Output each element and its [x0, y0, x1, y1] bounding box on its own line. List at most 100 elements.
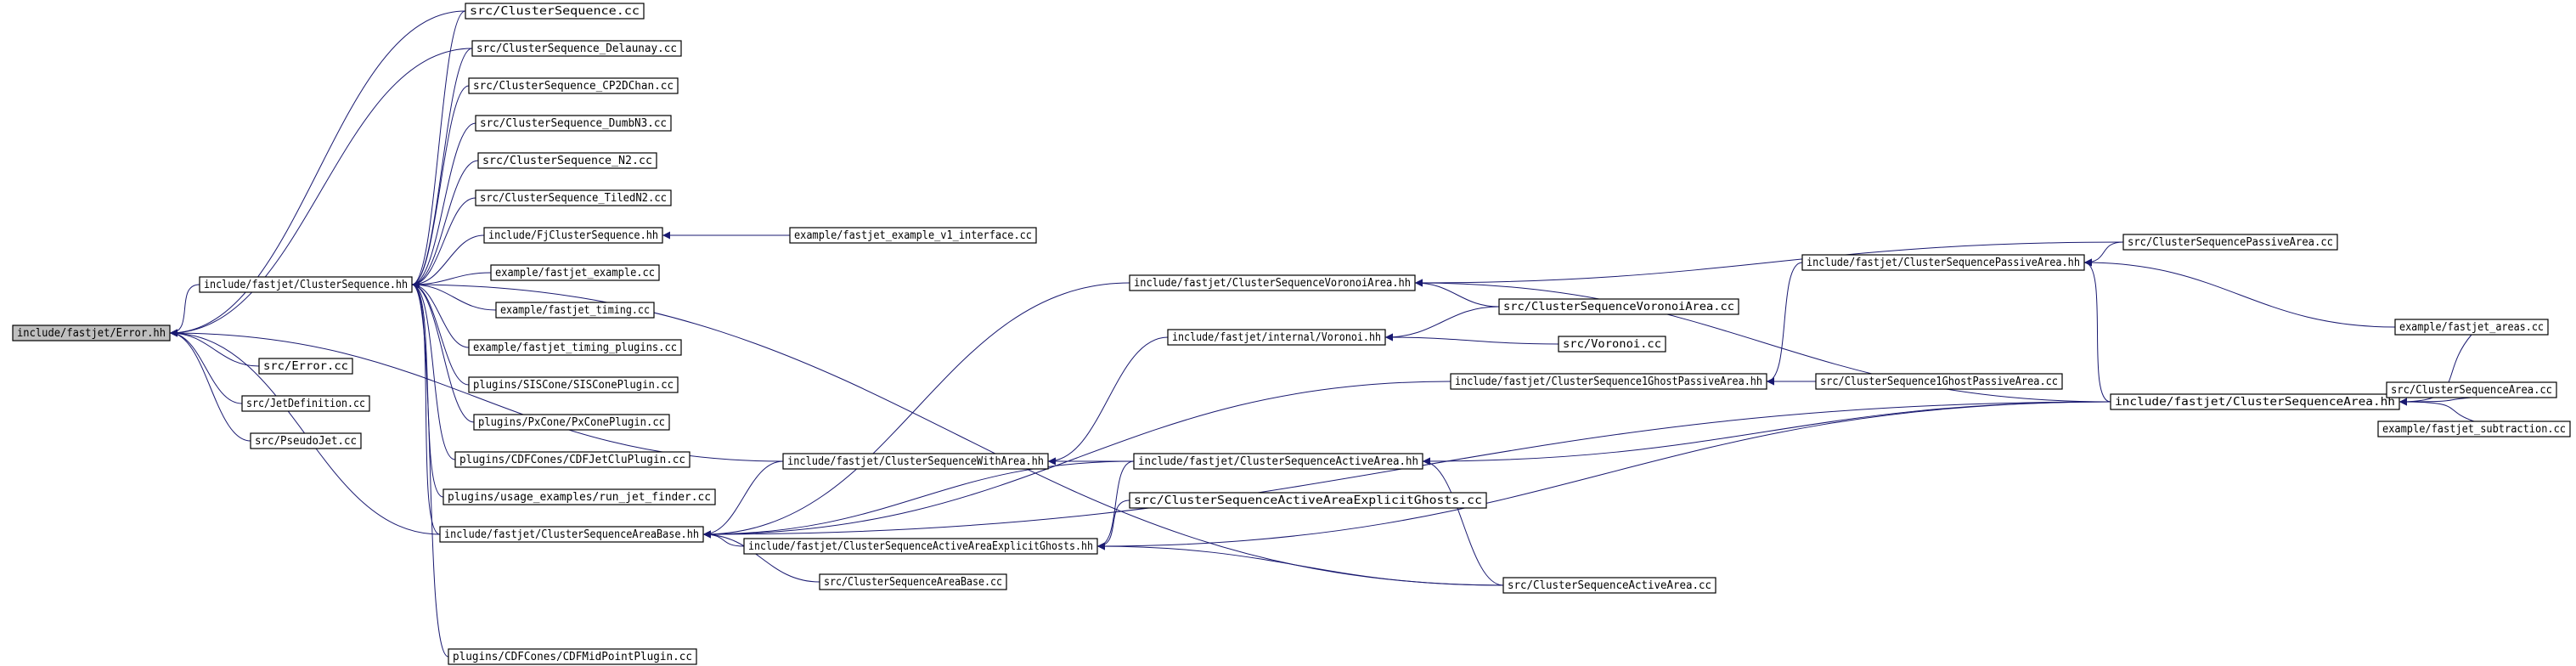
file-node-box	[743, 538, 1098, 555]
file-node-box	[1815, 373, 2063, 390]
edge-n27-n19	[702, 460, 1135, 539]
file-node[interactable]: src/ClusterSequencePassiveArea.cc	[2122, 234, 2338, 251]
file-node-label: plugins/PxCone/PxConePlugin.cc	[478, 416, 665, 429]
file-node-label: src/Error.cc	[263, 360, 348, 373]
file-node[interactable]: src/ClusterSequenceActiveArea.cc	[1502, 577, 1716, 594]
edge-n34-n31	[1766, 262, 1803, 386]
file-node[interactable]: src/ClusterSequence_TiledN2.cc	[475, 189, 672, 206]
file-node-box	[475, 115, 672, 132]
edge-n8-n1	[411, 122, 476, 289]
file-node[interactable]: example/fastjet_example.cc	[490, 264, 660, 281]
dependency-edges	[169, 10, 2475, 658]
file-node-box	[468, 339, 682, 356]
file-node-box	[1129, 274, 1416, 291]
edge-n22-n19	[702, 460, 784, 539]
file-node[interactable]: example/fastjet_subtraction.cc	[2377, 420, 2571, 437]
file-node[interactable]: include/FjClusterSequence.hh	[483, 227, 663, 244]
file-node[interactable]: src/JetDefinition.cc	[241, 395, 370, 412]
file-node-box	[468, 77, 679, 94]
edge-n13-n1	[411, 280, 497, 311]
file-node-box	[1498, 298, 1739, 315]
file-node-label: src/PseudoJet.cc	[255, 435, 357, 448]
file-node[interactable]: plugins/CDFCones/CDFMidPointPlugin.cc	[448, 648, 697, 665]
file-node[interactable]: include/fastjet/ClusterSequenceActiveAre…	[1133, 453, 1423, 470]
edge-n35-n34	[2083, 241, 2124, 267]
file-node[interactable]: include/fastjet/ClusterSequenceAreaBase.…	[439, 526, 704, 543]
file-node-box	[483, 227, 663, 244]
file-node[interactable]: src/ClusterSequenceVoronoiArea.cc	[1498, 298, 1739, 315]
file-node[interactable]: src/ClusterSequenceAreaBase.cc	[819, 573, 1007, 590]
file-node-label: include/fastjet/ClusterSequenceActiveAre…	[1138, 455, 1418, 468]
file-node[interactable]: include/fastjet/ClusterSequenceVoronoiAr…	[1129, 274, 1416, 291]
file-node-box	[1129, 492, 1487, 509]
file-node-label: src/ClusterSequence1GhostPassiveArea.cc	[1820, 375, 2058, 388]
edge-n20-n1	[411, 280, 449, 658]
file-node-box	[2377, 420, 2571, 437]
edge-n36-n25	[1414, 279, 2111, 403]
file-node-label: include/fastjet/ClusterSequenceActiveAre…	[748, 540, 1093, 553]
file-node[interactable]: src/ClusterSequence.cc	[465, 3, 645, 20]
file-node[interactable]: plugins/usage_examples/run_jet_finder.cc	[442, 488, 716, 505]
file-node[interactable]: example/fastjet_areas.cc	[2394, 319, 2549, 336]
file-nodes: include/fastjet/Error.hh include/fastjet/…	[12, 3, 2571, 665]
file-node-box	[495, 302, 655, 319]
file-node-label: example/fastjet_example_v1_interface.cc	[794, 229, 1032, 242]
edge-n6-n0	[169, 48, 473, 337]
file-node-label: include/fastjet/Error.hh	[17, 327, 166, 340]
file-node-label: src/ClusterSequence_CP2DChan.cc	[473, 80, 674, 93]
file-node-label: include/fastjet/ClusterSequenceAreaBase.…	[444, 528, 699, 541]
file-node-box	[1801, 254, 2085, 271]
file-node[interactable]: src/ClusterSequence1GhostPassiveArea.cc	[1815, 373, 2063, 390]
edge-n26-n22	[1047, 336, 1169, 466]
file-node-box	[258, 358, 353, 375]
file-node[interactable]: include/fastjet/ClusterSequencePassiveAr…	[1801, 254, 2085, 271]
file-node-box	[1502, 577, 1716, 594]
file-node[interactable]: example/fastjet_example_v1_interface.cc	[789, 227, 1037, 244]
file-node[interactable]: src/ClusterSequence_DumbN3.cc	[475, 115, 672, 132]
edge-n14-n1	[411, 280, 470, 348]
file-node[interactable]: src/ClusterSequence_CP2DChan.cc	[468, 77, 679, 94]
edge-n1-n0	[169, 284, 200, 337]
file-node-label: example/fastjet_timing_plugins.cc	[473, 341, 677, 354]
file-node[interactable]: include/fastjet/ClusterSequence.hh	[199, 276, 413, 293]
file-node[interactable]: src/ClusterSequence_Delaunay.cc	[471, 40, 682, 57]
edge-n17-n1	[411, 280, 456, 460]
file-node-label: example/fastjet_example.cc	[495, 267, 655, 279]
file-node[interactable]: plugins/SISCone/SISConePlugin.cc	[468, 376, 679, 393]
file-node-label: plugins/usage_examples/run_jet_finder.cc	[448, 491, 711, 504]
file-node-box	[454, 451, 691, 468]
file-node[interactable]: include/fastjet/internal/Voronoi.hh	[1167, 329, 1386, 346]
file-node[interactable]: include/fastjet/ClusterSequenceArea.hh	[2110, 393, 2400, 410]
file-node[interactable]: src/ClusterSequenceActiveAreaExplicitGho…	[1129, 492, 1487, 509]
edge-n35-n25	[1414, 241, 2124, 287]
file-node[interactable]: src/PseudoJet.cc	[250, 432, 362, 449]
file-node[interactable]: example/fastjet_timing.cc	[495, 302, 655, 319]
file-node-label: src/Voronoi.cc	[1563, 338, 1661, 351]
edge-n39-n36	[2398, 398, 2475, 422]
file-node[interactable]: plugins/CDFCones/CDFJetCluPlugin.cc	[454, 451, 691, 468]
file-node-label: example/fastjet_subtraction.cc	[2382, 423, 2566, 436]
file-node-box	[1133, 453, 1423, 470]
file-node[interactable]: src/Voronoi.cc	[1558, 336, 1666, 353]
file-node-label: src/ClusterSequenceActiveArea.cc	[1508, 579, 1711, 592]
file-node[interactable]: include/fastjet/ClusterSequence1GhostPas…	[1450, 373, 1767, 390]
file-node[interactable]: src/ClusterSequenceArea.cc	[2386, 381, 2557, 398]
file-node-label: src/ClusterSequence_TiledN2.cc	[480, 192, 667, 205]
file-node[interactable]: include/fastjet/ClusterSequenceWithArea.…	[782, 453, 1049, 470]
edge-n30-n26	[1384, 333, 1559, 345]
file-node-label: include/fastjet/ClusterSequence.hh	[204, 279, 408, 291]
file-node-box	[2110, 393, 2400, 410]
file-node-box	[465, 3, 645, 20]
file-node[interactable]: src/ClusterSequence_N2.cc	[477, 152, 657, 169]
edge-n24-n19	[702, 530, 820, 583]
file-node-label: src/JetDefinition.cc	[246, 398, 365, 410]
file-node[interactable]: plugins/PxCone/PxConePlugin.cc	[473, 414, 670, 431]
file-node-label: src/ClusterSequenceArea.cc	[2391, 384, 2552, 397]
file-node-label: plugins/SISCone/SISConePlugin.cc	[473, 379, 674, 392]
file-node: include/fastjet/Error.hh	[12, 325, 171, 341]
file-node[interactable]: example/fastjet_timing_plugins.cc	[468, 339, 682, 356]
file-node[interactable]: src/Error.cc	[258, 358, 353, 375]
edge-n16-n1	[411, 280, 475, 423]
file-node[interactable]: include/fastjet/ClusterSequenceActiveAre…	[743, 538, 1098, 555]
file-node-box	[2386, 381, 2557, 398]
